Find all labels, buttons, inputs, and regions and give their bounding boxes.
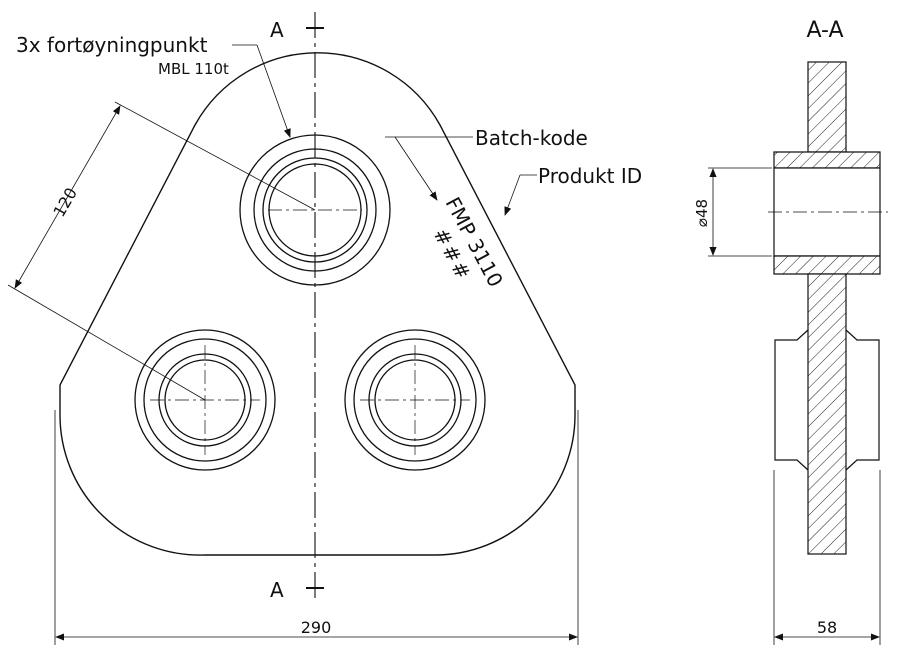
dimension-hole-spacing-value: 120 bbox=[49, 184, 81, 220]
hole-center-lines bbox=[150, 209, 470, 455]
dimension-hole-spacing bbox=[7, 101, 316, 401]
product-id-label: Produkt ID bbox=[538, 164, 642, 188]
batch-code-label: Batch-kode bbox=[475, 126, 588, 150]
leader-product-id bbox=[504, 174, 537, 216]
section-marker-top: A bbox=[270, 18, 284, 42]
section-projected-boss bbox=[774, 329, 880, 471]
plate-outline bbox=[59, 52, 576, 556]
section-web-bottom bbox=[807, 273, 847, 555]
section-boss-upper bbox=[773, 151, 881, 169]
dimension-overall-width-value: 290 bbox=[301, 618, 332, 637]
mbl-label: MBL 110t bbox=[158, 60, 229, 78]
dimension-bore-diameter bbox=[708, 167, 772, 257]
section-boss-lower bbox=[773, 255, 881, 275]
section-view-annotations bbox=[708, 167, 888, 645]
section-view-labels: A-A ⌀48 58 bbox=[693, 18, 844, 637]
dimension-overall-width bbox=[54, 410, 579, 645]
dimension-bore-diameter-value: ⌀48 bbox=[693, 199, 711, 227]
section-marker-bottom: A bbox=[270, 578, 284, 602]
dimension-thickness bbox=[773, 470, 881, 645]
front-view bbox=[7, 12, 579, 645]
front-view-labels: A A 3x fortøyningpunkt MBL 110t Batch-ko… bbox=[16, 18, 642, 637]
dimension-thickness-value: 58 bbox=[817, 618, 837, 637]
section-view bbox=[773, 61, 881, 555]
mooring-points-label: 3x fortøyningpunkt bbox=[16, 33, 208, 57]
section-title: A-A bbox=[806, 18, 843, 43]
section-web-top bbox=[807, 61, 847, 153]
leader-mooring-points bbox=[232, 44, 291, 138]
leader-batch-code bbox=[385, 136, 473, 201]
